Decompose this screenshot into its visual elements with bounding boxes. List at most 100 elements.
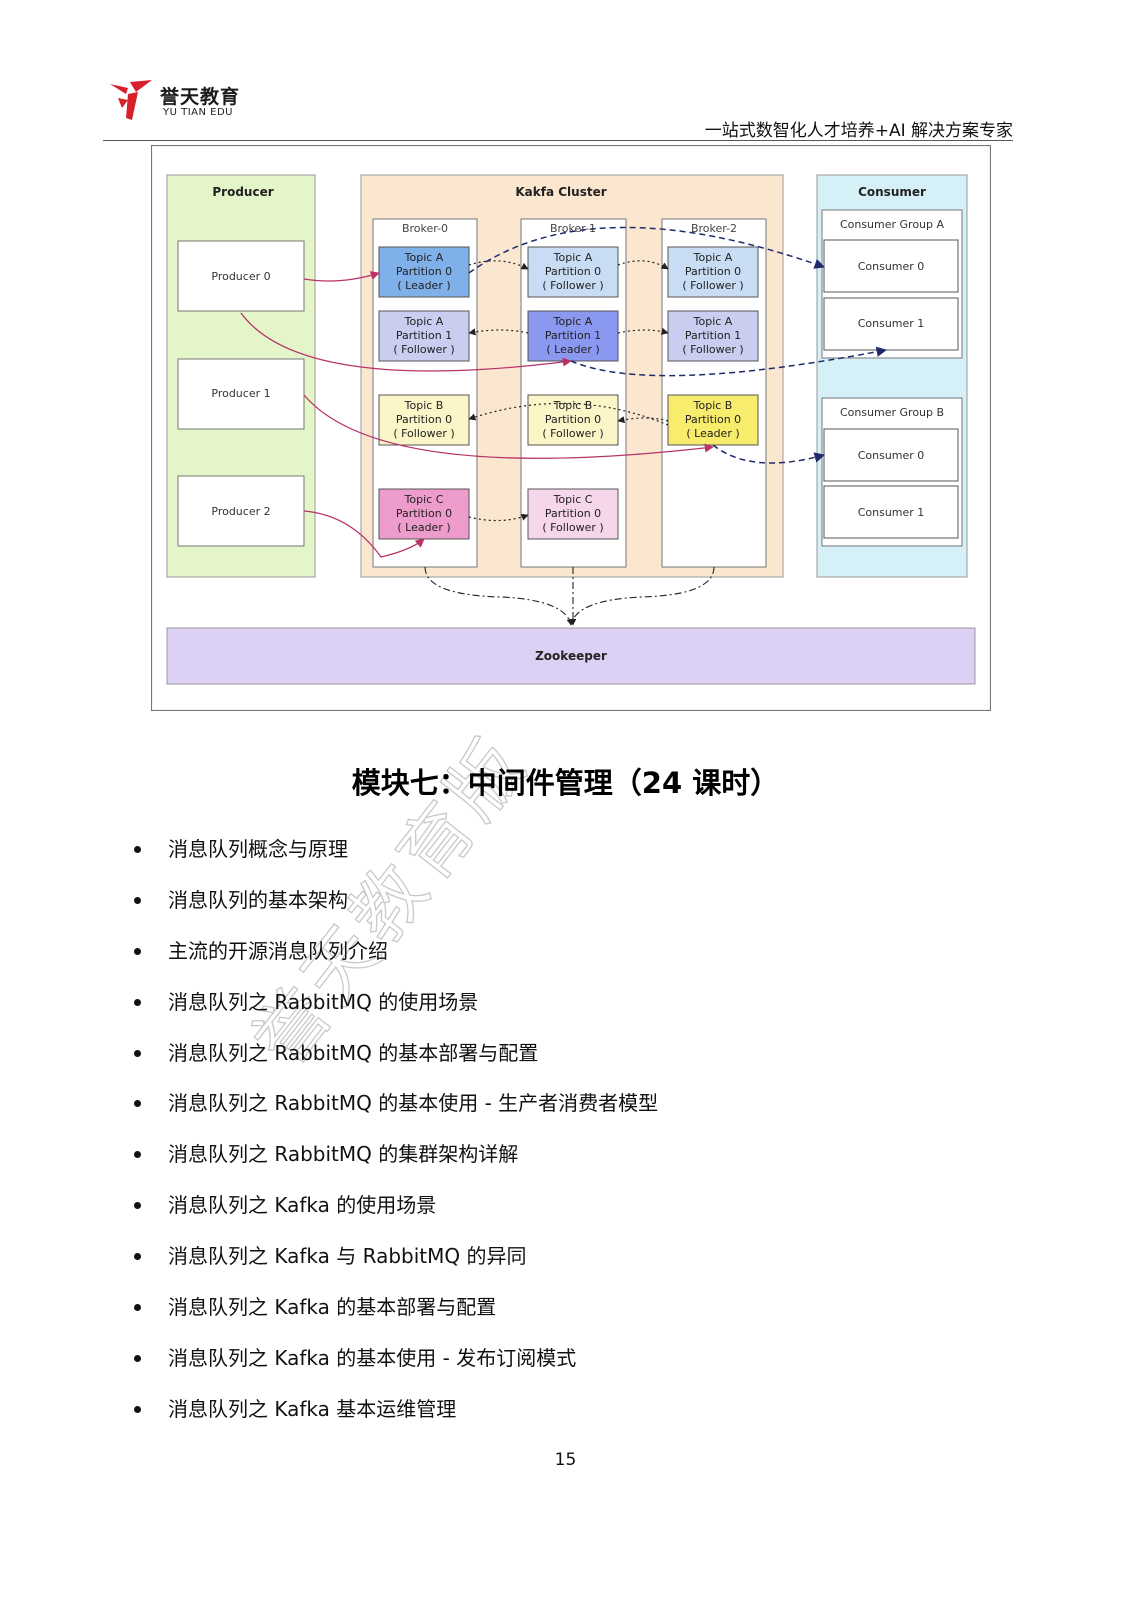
svg-text:Partition 0: Partition 0 (545, 413, 601, 426)
header-divider (103, 140, 1013, 141)
logo-english-name: YU TIAN EDU (163, 107, 234, 118)
list-item: 消息队列之 Kafka 基本运维管理 (132, 1390, 658, 1441)
svg-text:Partition 1: Partition 1 (396, 329, 452, 342)
svg-text:Partition 0: Partition 0 (685, 265, 741, 278)
svg-text:Partition 0: Partition 0 (396, 265, 452, 278)
module-title: 模块七：中间件管理（24 课时） (351, 766, 780, 800)
svg-text:( Leader ): ( Leader ) (397, 279, 450, 292)
bullet-icon (134, 1151, 141, 1159)
svg-text:Consumer 0: Consumer 0 (858, 260, 925, 273)
bullet-icon (134, 846, 141, 853)
bullet-icon (134, 1354, 141, 1362)
svg-text:Zookeeper: Zookeeper (535, 649, 607, 663)
b2-topic-a-p1-follower: Topic A Partition 1 ( Follower ) (667, 310, 759, 362)
bullet-icon (134, 1100, 141, 1108)
svg-text:Topic A: Topic A (404, 251, 444, 264)
svg-text:Consumer Group A: Consumer Group A (840, 218, 945, 231)
svg-text:Broker-1: Broker-1 (550, 222, 596, 235)
svg-text:( Follower ): ( Follower ) (393, 427, 454, 440)
svg-text:Partition 0: Partition 0 (396, 413, 452, 426)
svg-text:Partition 1: Partition 1 (545, 329, 601, 342)
b2-topic-a-p0-follower: Topic A Partition 0 ( Follower ) (667, 246, 759, 298)
list-item: 消息队列之 RabbitMQ 的基本部署与配置 (132, 1034, 658, 1085)
svg-text:Broker-0: Broker-0 (402, 222, 448, 235)
list-item: 消息队列之 Kafka 的基本部署与配置 (132, 1288, 658, 1339)
b0-topic-a-p1-follower: Topic A Partition 1 ( Follower ) (378, 310, 470, 362)
b0-topic-b-p0-follower: Topic B Partition 0 ( Follower ) (378, 394, 470, 446)
svg-text:Partition 0: Partition 0 (396, 507, 452, 520)
b2-topic-b-p0-leader: Topic B Partition 0 ( Leader ) (667, 394, 759, 446)
bullet-icon (134, 1049, 141, 1057)
bullet-icon (134, 947, 141, 955)
b1-topic-c-p0-follower: Topic C Partition 0 ( Follower ) (527, 488, 619, 540)
page-number: 15 (554, 1450, 577, 1470)
svg-text:Broker-2: Broker-2 (691, 222, 737, 235)
svg-text:Topic A: Topic A (404, 315, 444, 328)
list-item: 消息队列之 RabbitMQ 的基本使用 - 生产者消费者模型 (132, 1084, 658, 1135)
bullet-icon (134, 1304, 141, 1312)
svg-text:Producer 1: Producer 1 (211, 387, 270, 400)
svg-text:Partition 0: Partition 0 (545, 507, 601, 520)
zookeeper-box: Zookeeper (166, 627, 976, 685)
company-logo: 誉天教育 YU TIAN EDU (108, 78, 248, 124)
producer-0-box: Producer 0 (177, 240, 305, 312)
kafka-architecture-diagram: Producer Producer 0 Producer 1 Producer … (151, 145, 991, 711)
svg-text:Partition 0: Partition 0 (685, 413, 741, 426)
list-item: 消息队列的基本架构 (132, 881, 658, 932)
list-item: 消息队列之 Kafka 的使用场景 (132, 1186, 658, 1237)
consumer-group-b: Consumer Group B Consumer 0 Consumer 1 (821, 397, 963, 547)
b1-topic-b-p0-follower: Topic B Partition 0 ( Follower ) (527, 394, 619, 446)
svg-text:( Follower ): ( Follower ) (682, 279, 743, 292)
b1-topic-a-p1-leader: Topic A Partition 1 ( Leader ) (527, 310, 619, 362)
svg-text:Topic B: Topic B (693, 399, 733, 412)
svg-text:Consumer 0: Consumer 0 (858, 449, 925, 462)
list-item: 消息队列之 RabbitMQ 的集群架构详解 (132, 1135, 658, 1186)
svg-text:Topic C: Topic C (553, 493, 593, 506)
svg-text:( Follower ): ( Follower ) (542, 521, 603, 534)
producer-1-box: Producer 1 (177, 358, 305, 430)
bullet-icon (134, 896, 141, 904)
bullet-icon (134, 998, 141, 1006)
svg-text:Topic B: Topic B (553, 399, 593, 412)
b0-topic-a-p0-leader: Topic A Partition 0 ( Leader ) (378, 246, 470, 298)
svg-text:( Follower ): ( Follower ) (542, 279, 603, 292)
kafka-cluster-title: Kakfa Cluster (515, 185, 606, 199)
consume-arrows (468, 226, 888, 464)
svg-text:Consumer 1: Consumer 1 (858, 506, 925, 519)
svg-text:( Leader ): ( Leader ) (546, 343, 599, 356)
list-item: 消息队列概念与原理 (132, 830, 658, 881)
logo-mark-icon (110, 80, 152, 120)
module-bullet-list: 消息队列概念与原理 消息队列的基本架构 主流的开源消息队列介绍 消息队列之 Ra… (132, 830, 658, 1441)
svg-text:( Follower ): ( Follower ) (542, 427, 603, 440)
svg-text:Consumer Group B: Consumer Group B (840, 406, 944, 419)
svg-text:Topic B: Topic B (404, 399, 444, 412)
svg-text:Topic A: Topic A (553, 315, 593, 328)
b1-topic-a-p0-follower: Topic A Partition 0 ( Follower ) (527, 246, 619, 298)
svg-text:( Follower ): ( Follower ) (393, 343, 454, 356)
svg-text:( Leader ): ( Leader ) (397, 521, 450, 534)
bullet-icon (134, 1202, 141, 1210)
logo-chinese-name: 誉天教育 (160, 86, 241, 108)
svg-text:Topic A: Topic A (693, 251, 733, 264)
svg-text:( Leader ): ( Leader ) (686, 427, 739, 440)
list-item: 消息队列之 RabbitMQ 的使用场景 (132, 983, 658, 1034)
svg-text:Partition 0: Partition 0 (545, 265, 601, 278)
bullet-icon (134, 1405, 141, 1413)
replication-arrows (468, 260, 669, 522)
produce-arrows (240, 271, 714, 558)
consumer-group-a: Consumer Group A Consumer 0 Consumer 1 (821, 209, 963, 359)
list-item: 主流的开源消息队列介绍 (132, 932, 658, 983)
svg-text:Producer 2: Producer 2 (211, 505, 270, 518)
svg-text:Producer 0: Producer 0 (211, 270, 270, 283)
b0-topic-c-p0-leader: Topic C Partition 0 ( Leader ) (378, 488, 470, 540)
producer-group-title: Producer (212, 185, 273, 199)
bullet-icon (134, 1253, 141, 1261)
svg-text:Topic A: Topic A (553, 251, 593, 264)
producer-2-box: Producer 2 (177, 475, 305, 547)
list-item: 消息队列之 Kafka 与 RabbitMQ 的异同 (132, 1237, 658, 1288)
list-item: 消息队列之 Kafka 的基本使用 - 发布订阅模式 (132, 1339, 658, 1390)
zookeeper-arrows (424, 566, 715, 626)
consumer-group-title: Consumer (858, 185, 926, 199)
svg-text:Consumer 1: Consumer 1 (858, 317, 925, 330)
svg-text:Topic C: Topic C (404, 493, 444, 506)
